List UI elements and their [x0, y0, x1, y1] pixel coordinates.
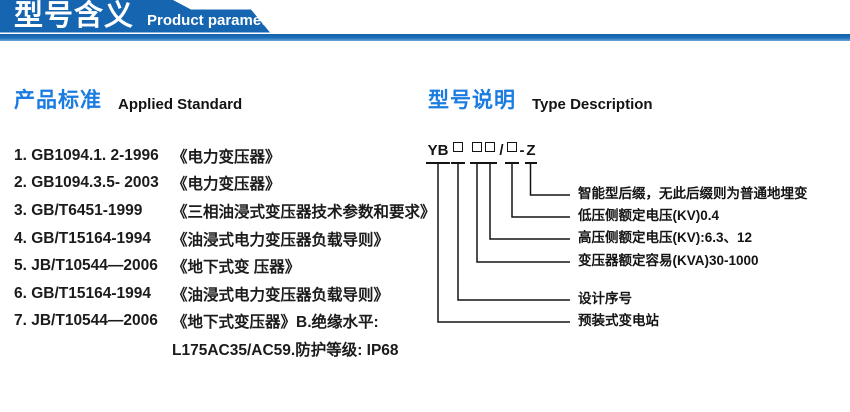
- placeholder-box-icon: [485, 142, 495, 152]
- standards-heading: 产品标准 Applied Standard: [14, 84, 242, 114]
- standard-title: 《油浸式电力变压器负载导则》: [172, 231, 390, 249]
- standards-heading-cn: 产品标准: [14, 89, 102, 112]
- standard-title: 《地下式变压器》B.绝缘水平:: [172, 314, 379, 332]
- standard-code: 5. JB/T10544—2006: [14, 257, 158, 275]
- standard-title: 《三相油浸式变压器技术参数和要求》: [172, 203, 436, 221]
- model-code-suffix: Z: [525, 142, 537, 164]
- standard-item-continuation: L175AC35/AC59.防护等级: IP68: [14, 335, 434, 363]
- standard-code: 7. JB/T10544—2006: [14, 312, 158, 330]
- page-title: 型号含义: [14, 0, 135, 32]
- standard-item: 6. GB/T15164-1994 《油浸式电力变压器负载导则》: [14, 280, 434, 308]
- standard-item: 2. GB1094.3.5- 2003 《电力变压器》: [14, 170, 434, 198]
- placeholder-box-icon: [507, 142, 517, 152]
- standard-code: 3. GB/T6451-1999: [14, 201, 143, 219]
- standard-title: 《油浸式电力变压器负载导则》: [172, 286, 390, 304]
- page-subtitle: Product parameters: [147, 12, 289, 29]
- type-heading-en: Type Description: [532, 96, 653, 113]
- placeholder-box-icon: [472, 142, 482, 152]
- standards-heading-en: Applied Standard: [118, 96, 243, 113]
- model-code-prefix: YB: [426, 142, 450, 164]
- model-code-box-1: [451, 142, 465, 164]
- explanation-smart-suffix: 智能型后缀，无此后缀则为普通地埋变: [578, 186, 808, 201]
- model-code-box-2: [470, 142, 484, 164]
- standards-list: 1. GB1094.1. 2-1996 《电力变压器》 2. GB1094.3.…: [14, 142, 436, 363]
- standard-item: 7. JB/T10544—2006 《地下式变压器》B.绝缘水平:: [14, 308, 434, 336]
- type-description-heading: 型号说明 Type Description: [428, 84, 653, 114]
- standard-code: 4. GB/T15164-1994: [14, 229, 152, 247]
- diagram-connector-lines: [437, 163, 570, 323]
- standard-item: 4. GB/T15164-1994 《油浸式电力变压器负载导则》: [14, 225, 434, 253]
- model-code-box-4: [505, 142, 519, 164]
- standard-title: 《地下式变 压器》: [172, 259, 301, 277]
- model-code-dash: -: [519, 142, 525, 159]
- standard-code: 2. GB1094.3.5- 2003: [14, 174, 159, 192]
- standard-continuation: L175AC35/AC59.防护等级: IP68: [172, 341, 399, 359]
- standard-item: 1. GB1094.1. 2-1996 《电力变压器》: [14, 142, 434, 170]
- header-banner: 型号含义 Product parameters: [0, 0, 850, 42]
- standard-code: 6. GB/T15164-1994: [14, 284, 152, 302]
- explanation-hv-voltage: 高压侧额定电压(KV):6.3、12: [578, 230, 753, 245]
- explanation-prefab-substation: 预装式变电站: [578, 313, 659, 328]
- explanation-lv-voltage: 低压侧额定电压(KV)0.4: [578, 208, 720, 223]
- explanation-rated-capacity: 变压器额定容易(KVA)30-1000: [578, 253, 759, 268]
- explanation-design-serial: 设计序号: [578, 291, 632, 306]
- placeholder-box-icon: [453, 142, 463, 152]
- type-heading-cn: 型号说明: [428, 89, 516, 112]
- standard-title: 《电力变压器》: [172, 176, 281, 194]
- standard-code: 1. GB1094.1. 2-1996: [14, 146, 159, 164]
- standard-title: 《电力变压器》: [172, 148, 281, 166]
- banner-shape: [0, 0, 850, 41]
- model-code-box-3: [483, 142, 497, 164]
- model-code-diagram: YB / - Z 智能型后缀，无此后缀则为普通地埋变 低压侧额定电压(KV)0.…: [420, 140, 850, 348]
- standard-item: 3. GB/T6451-1999 《三相油浸式变压器技术参数和要求》: [14, 197, 436, 225]
- standard-item: 5. JB/T10544—2006 《地下式变 压器》: [14, 252, 434, 280]
- model-code-separator: /: [499, 142, 504, 159]
